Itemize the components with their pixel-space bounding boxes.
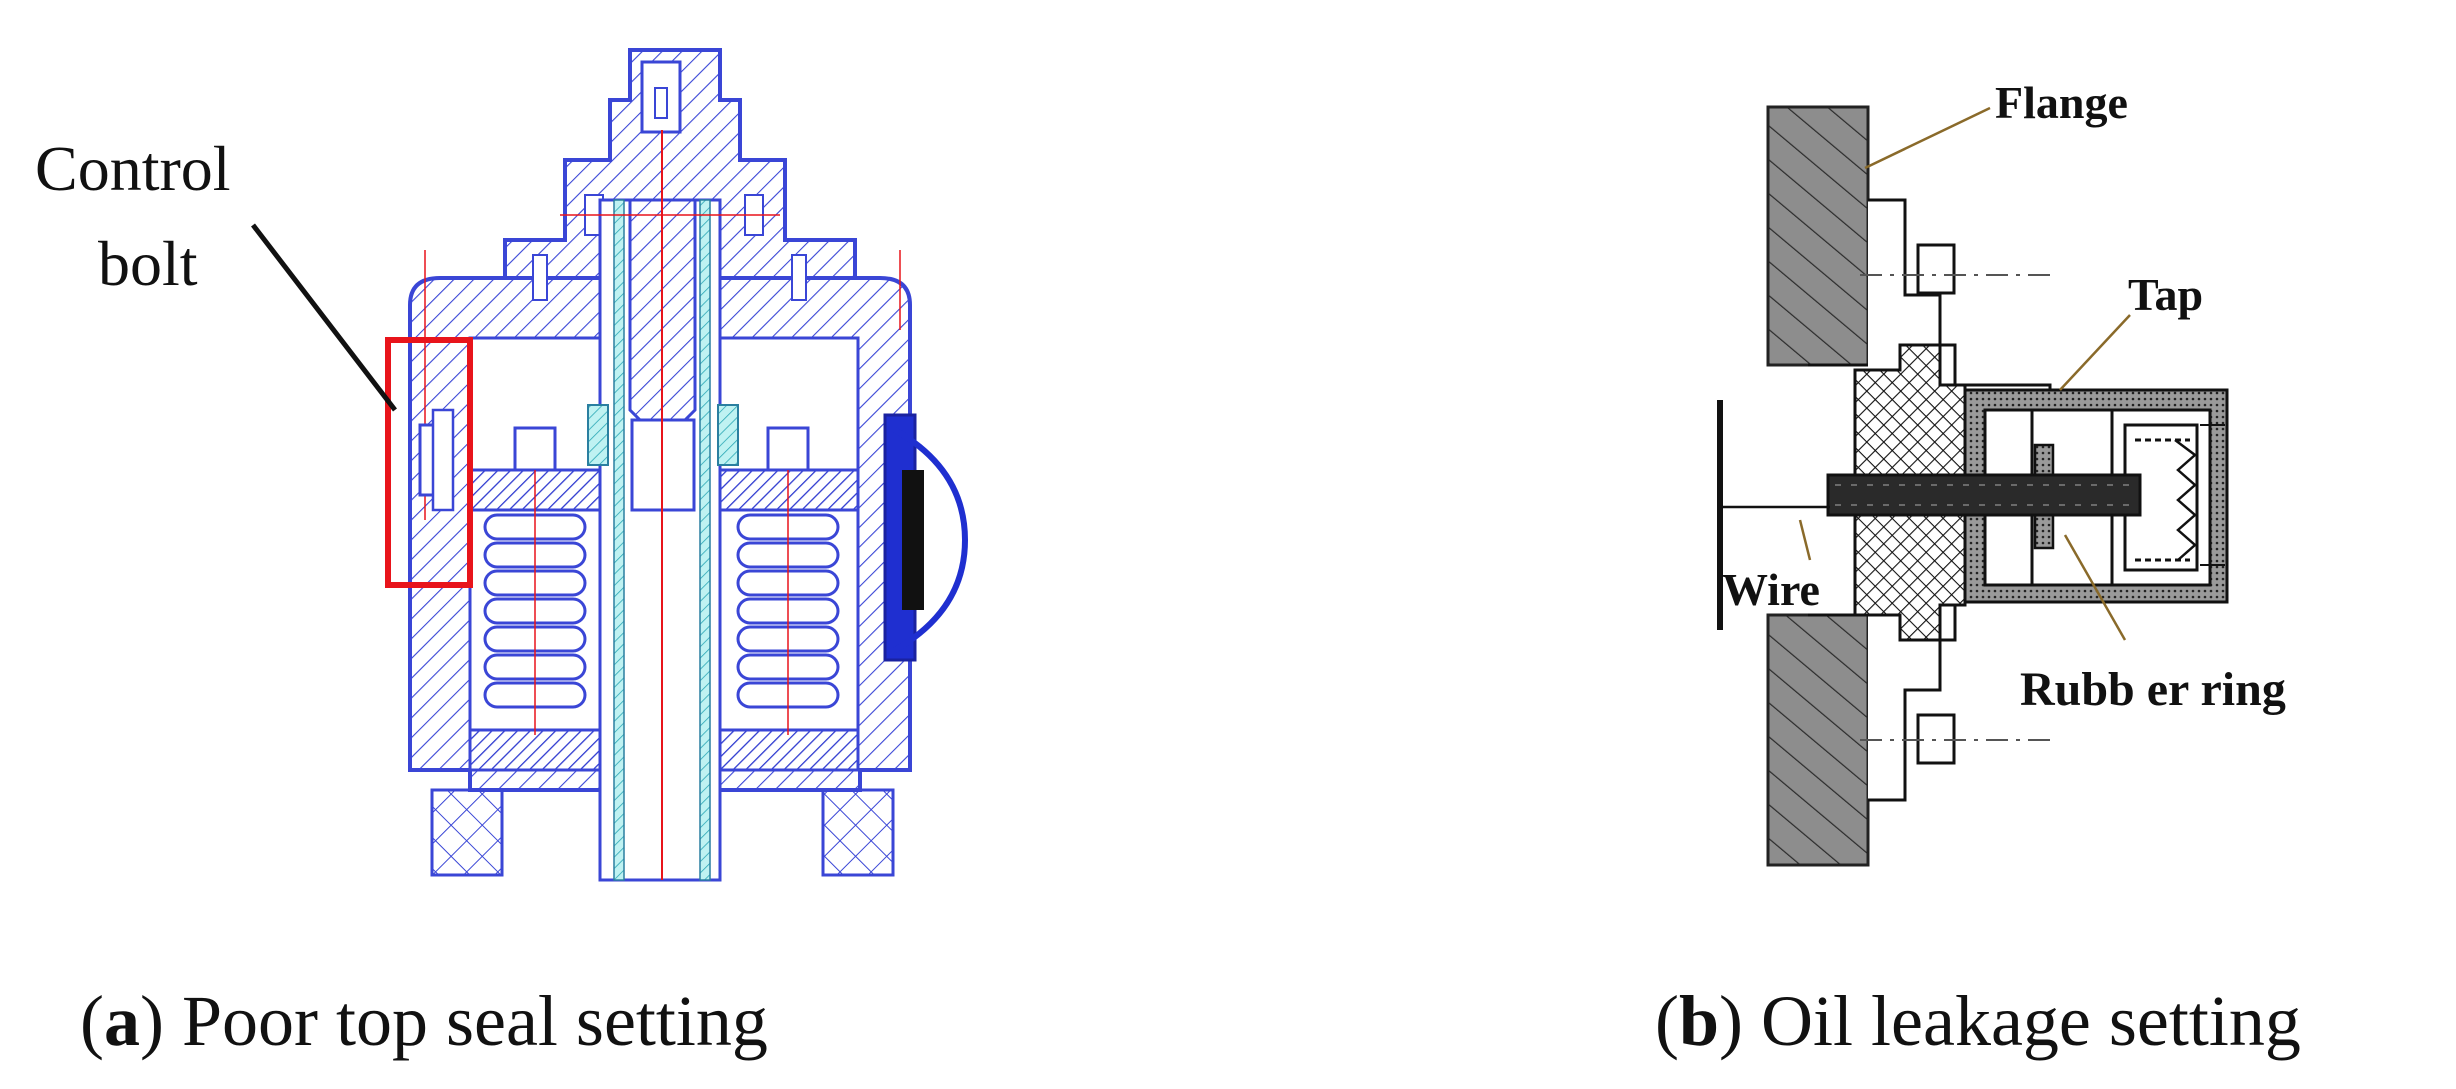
flange-lower	[1766, 613, 1870, 867]
wire-leader	[1798, 519, 1812, 561]
tap-leader	[2059, 314, 2131, 391]
caption-b: (b) Oil leakage setting	[1655, 981, 2301, 1061]
rubber-ring-leader	[2063, 534, 2127, 641]
tap-label: Tap	[2128, 269, 2203, 320]
wire-conductor	[1826, 473, 2142, 517]
caption-a-open-paren: (	[80, 981, 104, 1061]
control-bolt-leader	[251, 223, 397, 412]
control-bolt-label-line1: Control	[35, 133, 231, 204]
caption-a: (a) Poor top seal setting	[80, 981, 768, 1061]
flange-label: Flange	[1995, 77, 2128, 128]
wire-label: Wire	[1722, 564, 1820, 615]
panel-a-drawing	[251, 48, 969, 882]
caption-b-letter: b	[1679, 981, 1719, 1061]
control-bolt-label-line2: bolt	[98, 228, 198, 299]
rubber-ring-label: Rubb er ring	[2020, 663, 2286, 716]
caption-b-close-paren: )	[1719, 981, 1743, 1061]
control-bolt-highlight	[385, 337, 473, 588]
panel-b-drawing	[1717, 105, 2229, 867]
flange-leader	[1864, 106, 1991, 170]
caption-a-text: Poor top seal setting	[164, 981, 768, 1061]
caption-b-open-paren: (	[1655, 981, 1679, 1061]
caption-b-text: Oil leakage setting	[1743, 981, 2301, 1061]
flange-upper	[1766, 105, 1870, 367]
caption-a-letter: a	[104, 981, 140, 1061]
caption-a-close-paren: )	[140, 981, 164, 1061]
